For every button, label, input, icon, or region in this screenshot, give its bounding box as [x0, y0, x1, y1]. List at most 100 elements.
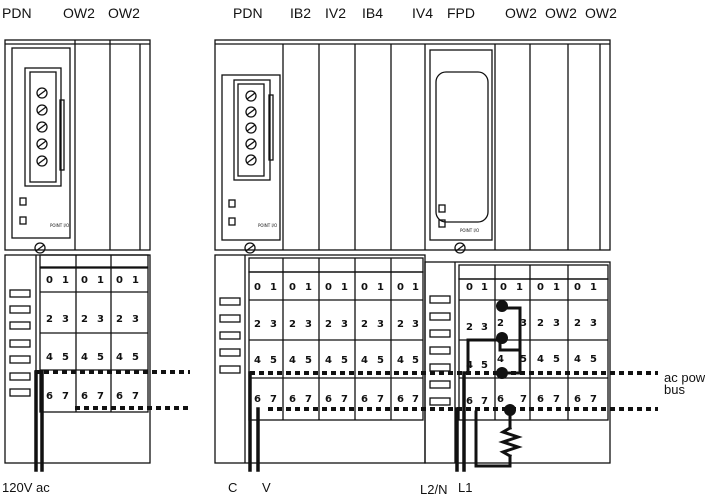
terminal-number: 1 — [377, 282, 384, 293]
fpd-window — [435, 71, 489, 223]
terminal-number: 0 — [537, 282, 544, 293]
terminal-number: 4 — [325, 355, 332, 366]
terminal-number: 2 — [254, 319, 261, 330]
terminal-number: 4 — [574, 354, 581, 365]
terminal-number: 4 — [397, 355, 404, 366]
terminal-number: 5 — [270, 355, 277, 366]
left-terminal-block — [39, 267, 149, 413]
header-label-ib2: IB2 — [290, 5, 311, 21]
terminal-number: 5 — [553, 354, 560, 365]
terminal-number: 3 — [305, 319, 312, 330]
header-label-ib4: IB4 — [362, 5, 383, 21]
pdn-2-led-1 — [228, 199, 236, 208]
terminal-number: 7 — [341, 394, 348, 405]
right-terminal-numbers: 0 1 0 1 0 1 0 1 0 1 0 1 0 1 0 1 0 1 2 3 … — [254, 282, 597, 407]
terminal-number: 4 — [81, 352, 88, 363]
pdn-2-latch-screw — [244, 242, 256, 254]
terminal-number: 1 — [62, 275, 69, 286]
wire-label-v: V — [262, 480, 271, 495]
terminal-number: 6 — [325, 394, 332, 405]
pdn-2-led-2 — [228, 217, 236, 226]
terminal-number: 1 — [412, 282, 419, 293]
header-label-ow2-3: OW2 — [505, 5, 537, 21]
terminal-number: 3 — [412, 319, 419, 330]
jumper-l1-to-terminal-2 — [462, 338, 502, 375]
wire-label-120v-ac: 120V ac — [2, 480, 50, 495]
terminal-number: 3 — [481, 322, 488, 333]
pdn-2-marking: POINT I/O — [258, 223, 277, 228]
terminal-number: 5 — [305, 355, 312, 366]
fpd-led-2 — [438, 219, 446, 228]
terminal-number: 4 — [254, 355, 261, 366]
terminal-number: 7 — [62, 391, 69, 402]
terminal-dot — [496, 300, 508, 312]
pdn-2-panel — [221, 74, 281, 241]
load-return-wire — [474, 410, 512, 468]
terminal-number: 4 — [361, 355, 368, 366]
terminal-number: 7 — [553, 394, 560, 405]
terminal-number: 6 — [289, 394, 296, 405]
terminal-number: 5 — [97, 352, 104, 363]
header-label-pdn-2: PDN — [233, 5, 263, 21]
terminal-number: 2 — [537, 318, 544, 329]
terminal-number: 3 — [520, 318, 527, 329]
terminal-number: 7 — [590, 394, 597, 405]
terminal-number: 5 — [377, 355, 384, 366]
left-terminal-base — [4, 254, 151, 464]
wire-label-c: C — [228, 480, 237, 495]
terminal-number: 6 — [361, 394, 368, 405]
wire-label-l2n: L2/N — [420, 482, 447, 497]
terminal-number: 1 — [481, 282, 488, 293]
terminal-number: 1 — [270, 282, 277, 293]
header-label-ow2-4: OW2 — [545, 5, 577, 21]
terminal-number: 6 — [46, 391, 53, 402]
terminal-number: 4 — [289, 355, 296, 366]
terminal-number: 0 — [397, 282, 404, 293]
left-terminal-latches — [39, 254, 149, 268]
pdn-1-panel — [11, 47, 71, 239]
fpd-marking: POINT I/O — [460, 228, 479, 233]
left-terminal-numbers: 0 1 0 1 0 1 2 3 2 3 2 3 4 5 4 5 4 5 6 7 … — [46, 275, 139, 402]
header-label-ow2-1: OW2 — [63, 5, 95, 21]
fpd-latch-screw — [454, 242, 466, 254]
pdn-1-latch-screw — [34, 242, 46, 254]
terminal-number: 1 — [132, 275, 139, 286]
terminal-number: 6 — [574, 394, 581, 405]
terminal-number: 2 — [574, 318, 581, 329]
terminal-number: 1 — [97, 275, 104, 286]
header-label-fpd: FPD — [447, 5, 475, 21]
right-terminal-latches-1 — [248, 257, 424, 273]
right-terminal-block-2 — [458, 278, 609, 421]
right-terminal-latches-2 — [458, 264, 609, 280]
terminal-number: 6 — [397, 394, 404, 405]
terminal-number: 1 — [516, 282, 523, 293]
right-assembly: POINT I/O POINT I/O — [214, 39, 611, 464]
terminal-number: 7 — [481, 396, 488, 407]
terminal-number: 4 — [46, 352, 53, 363]
terminal-number: 7 — [412, 394, 419, 405]
header-label-iv4: IV4 — [412, 5, 433, 21]
terminal-number: 0 — [116, 275, 123, 286]
pdn-2-connector — [233, 79, 271, 181]
left-assembly-upper-frame — [4, 39, 151, 251]
right-terminal-base-1 — [214, 254, 426, 464]
terminal-number: 7 — [305, 394, 312, 405]
pdn-2-screw-terminals — [245, 90, 257, 166]
terminal-number: 2 — [397, 319, 404, 330]
jumper-terminal-dots — [496, 300, 516, 416]
terminal-number: 7 — [520, 394, 527, 405]
pdn-1-screw-terminals — [36, 87, 48, 167]
terminal-number: 7 — [97, 391, 104, 402]
terminal-number: 7 — [270, 394, 277, 405]
left-base-slots — [9, 289, 31, 397]
terminal-number: 2 — [497, 318, 504, 329]
module-header-labels: PDN OW2 OW2 PDN IB2 IV2 IB4 IV4 FPD OW2 … — [2, 5, 617, 21]
terminal-dot — [504, 404, 516, 416]
terminal-number: 0 — [254, 282, 261, 293]
right-assembly-upper-frame — [214, 39, 611, 251]
header-label-ow2-2: OW2 — [108, 5, 140, 21]
fpd-panel — [429, 49, 493, 241]
terminal-number: 2 — [466, 322, 473, 333]
terminal-number: 2 — [361, 319, 368, 330]
terminal-number: 3 — [62, 314, 69, 325]
